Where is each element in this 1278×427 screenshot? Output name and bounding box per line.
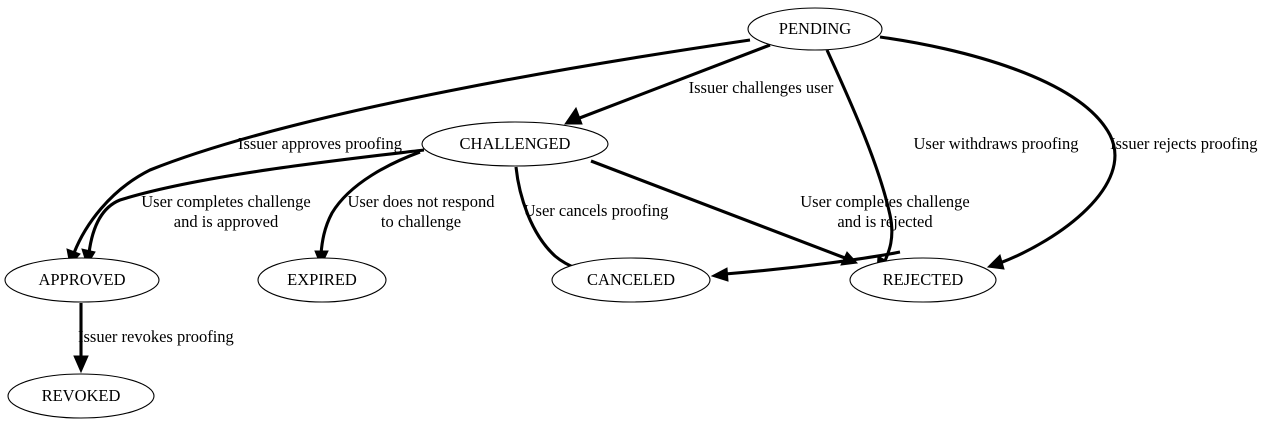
node-revoked-shape[interactable]: [7, 373, 155, 419]
node-expired-label: EXPIRED: [287, 270, 357, 289]
edge-label-pending-to-approved: Issuer approves proofing: [238, 134, 402, 153]
edge-path-challenged-to-rejected: [590, 159, 846, 260]
node-approved-label: APPROVED: [38, 270, 125, 289]
node-rejected-shape[interactable]: [849, 257, 997, 303]
edge-path-challenged-to-expired: [319, 150, 421, 255]
edge-approved-to-revoked: [73, 303, 89, 374]
edge-challenged-to-canceled: [514, 166, 591, 277]
edge-pending-to-rejected-reject: [879, 35, 1117, 270]
node-revoked[interactable]: REVOKED: [7, 373, 155, 419]
node-canceled[interactable]: CANCELED: [551, 257, 711, 303]
edge-path-challenged-to-approved: [87, 148, 425, 254]
edge-label-challenged-to-rejected-line2: and is rejected: [837, 212, 933, 231]
edge-label-challenged-to-approved-line1: User completes challenge: [141, 192, 311, 211]
node-approved-shape[interactable]: [4, 257, 160, 303]
edge-label-pending-to-rejected-withdraw: User withdraws proofing: [914, 134, 1079, 153]
edge-path-pending-to-challenged: [576, 43, 771, 121]
edge-label-pending-to-rejected-reject: Issuer rejects proofing: [1110, 134, 1258, 153]
node-challenged-label: CHALLENGED: [460, 134, 571, 153]
edge-path-incoming-canceled-right: [724, 250, 901, 276]
edge-incoming-canceled-right: [710, 250, 901, 282]
edge-label-challenged-to-expired-line2: to challenge: [381, 212, 461, 231]
node-expired[interactable]: EXPIRED: [257, 257, 387, 303]
node-canceled-label: CANCELED: [587, 270, 675, 289]
edge-label-challenged-to-rejected-line1: User completes challenge: [800, 192, 970, 211]
node-pending-label: PENDING: [779, 19, 851, 38]
node-revoked-label: REVOKED: [42, 386, 121, 405]
node-pending[interactable]: PENDING: [747, 7, 883, 51]
node-rejected[interactable]: REJECTED: [849, 257, 997, 303]
edge-label-challenged-to-rejected: User completes challenge and is rejected: [800, 192, 970, 231]
edge-label-approved-to-revoked: Issuer revokes proofing: [78, 327, 234, 346]
arrowhead-approved-to-revoked: [73, 355, 89, 374]
node-expired-shape[interactable]: [257, 257, 387, 303]
node-approved[interactable]: APPROVED: [4, 257, 160, 303]
arrowhead-pending-to-challenged: [564, 106, 583, 125]
edge-path-pending-to-approved: [72, 38, 751, 254]
node-rejected-label: REJECTED: [883, 270, 964, 289]
node-canceled-shape[interactable]: [551, 257, 711, 303]
edge-label-challenged-to-expired: User does not respond to challenge: [347, 192, 495, 231]
edge-pending-to-challenged: [564, 43, 771, 125]
node-challenged[interactable]: CHALLENGED: [421, 121, 609, 167]
edge-path-pending-to-rejected-reject: [879, 35, 1117, 265]
node-challenged-shape[interactable]: [421, 121, 609, 167]
edge-path-challenged-to-canceled: [514, 166, 579, 271]
edge-label-challenged-to-approved: User completes challenge and is approved: [141, 192, 311, 231]
edge-label-challenged-to-expired-line1: User does not respond: [347, 192, 495, 211]
edge-path-pending-to-rejected-withdraw: [825, 49, 894, 264]
edge-label-pending-to-challenged: Issuer challenges user: [689, 78, 834, 97]
node-pending-shape[interactable]: [747, 7, 883, 51]
edge-pending-to-rejected-withdraw: [825, 49, 894, 273]
edge-label-challenged-to-canceled: User cancels proofing: [524, 201, 669, 220]
arrowhead-incoming-canceled-right: [710, 267, 729, 282]
arrowhead-pending-to-rejected-reject: [986, 254, 1005, 270]
edge-label-challenged-to-approved-line2: and is approved: [174, 212, 279, 231]
